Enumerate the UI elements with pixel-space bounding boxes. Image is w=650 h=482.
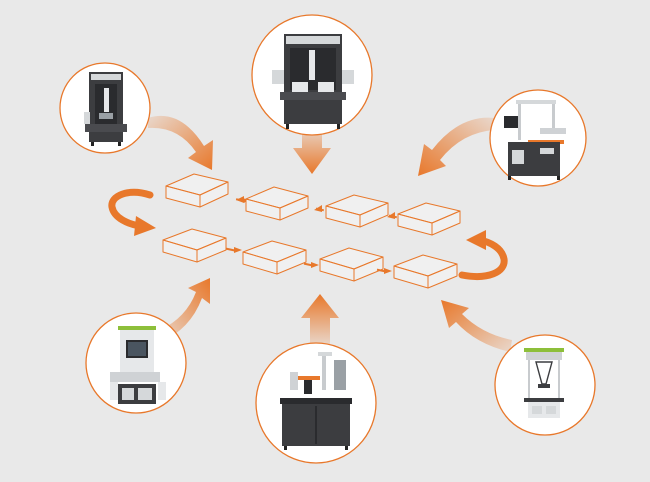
arrow-bottom-right-icon: [441, 300, 512, 352]
dual-station-cabinet-icon: [272, 34, 354, 129]
arrow-top-center-icon: [293, 126, 331, 174]
conveyor-arrows: [225, 196, 398, 274]
enclosed-robot-cabinet-icon: [84, 72, 127, 146]
conveyor-box: [245, 186, 309, 221]
right-loop-arrow-icon: [458, 230, 508, 280]
screen-inspection-station-icon: [110, 326, 166, 404]
machine-top-center: [251, 14, 373, 136]
arrow-top-left-icon: [148, 115, 213, 170]
machine-top-right: [489, 89, 587, 187]
conveyor-box: [319, 247, 384, 282]
conveyor: [162, 173, 461, 289]
dispensing-workstation-icon: [280, 352, 352, 450]
delta-robot-cell-icon: [524, 348, 564, 418]
conveyor-box: [393, 254, 458, 289]
machine-bottom-right: [494, 334, 596, 436]
flow-right-arrow-icon: [311, 262, 319, 268]
gantry-robot-icon: [504, 100, 566, 180]
arrow-bottom-center-icon: [301, 294, 339, 346]
conveyor-box: [242, 240, 307, 275]
conveyor-box: [325, 194, 389, 228]
conveyor-box: [397, 202, 461, 236]
feed-arrows: [148, 115, 512, 352]
left-loop-arrow-icon: [108, 188, 156, 236]
machine-bottom-center: [255, 342, 377, 464]
arrow-top-right-icon: [418, 117, 495, 176]
flow-right-arrow-icon: [384, 268, 392, 274]
conveyor-box: [162, 228, 227, 263]
flow-right-arrow-icon: [234, 247, 242, 253]
arrow-bottom-left-icon: [160, 278, 210, 342]
conveyor-box: [165, 173, 229, 208]
machine-top-left: [59, 62, 151, 154]
machine-bottom-left: [85, 312, 187, 414]
